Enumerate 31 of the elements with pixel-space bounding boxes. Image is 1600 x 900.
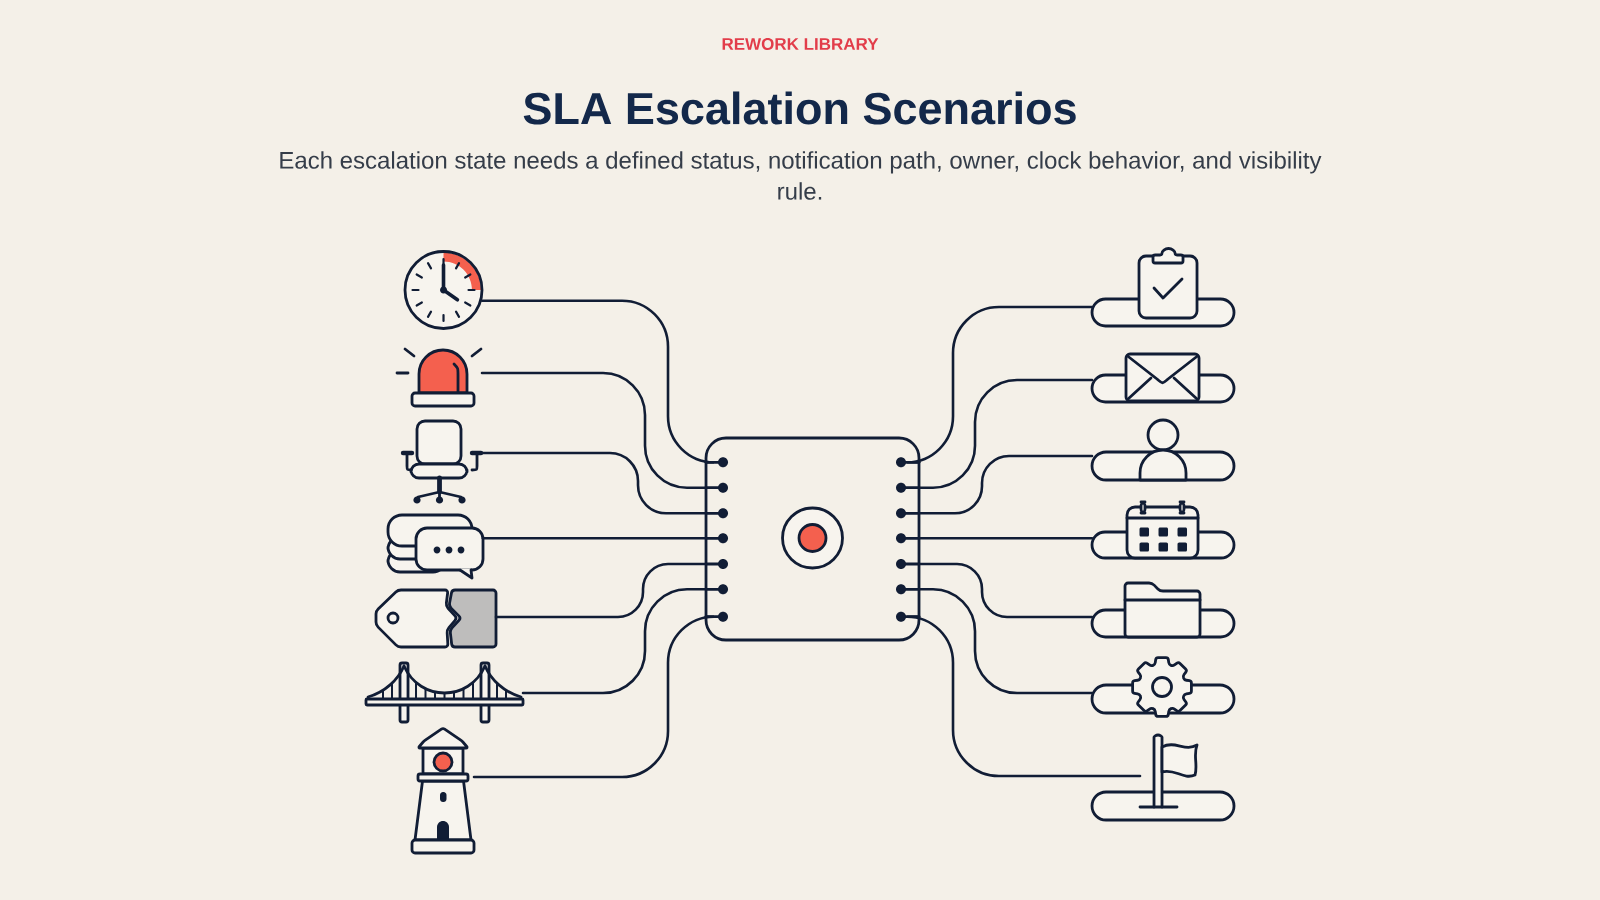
title: SLA Escalation Scenarios <box>523 91 1076 125</box>
clock-icon <box>403 250 484 330</box>
connector-line <box>479 451 708 515</box>
connector-line <box>905 305 1094 464</box>
connector-line <box>494 562 708 619</box>
connector-line <box>917 454 1094 515</box>
tag-icon <box>374 588 498 649</box>
siren-icon <box>395 347 483 408</box>
connector-line <box>905 615 1142 778</box>
bridge-icon <box>364 661 525 724</box>
connector-line <box>472 615 716 779</box>
connector-line <box>480 371 708 489</box>
connector-line <box>917 588 1094 695</box>
lighthouse-icon <box>410 727 476 855</box>
connector-line <box>480 299 716 464</box>
connector-line <box>917 378 1094 489</box>
flag-icon <box>1090 733 1236 822</box>
gear-icon <box>1090 656 1236 718</box>
envelope-icon <box>1090 352 1236 404</box>
clipboard-icon <box>1090 247 1236 328</box>
connector-line <box>917 562 1094 619</box>
calendar-icon <box>1090 500 1236 560</box>
connector-line <box>481 537 708 540</box>
connector-line <box>521 588 708 695</box>
chat-bubbles-icon <box>386 513 485 580</box>
connector-line <box>917 537 1094 540</box>
person-icon <box>1090 418 1236 482</box>
office-chair-icon <box>400 419 484 504</box>
folder-icon <box>1090 581 1236 639</box>
section-label: REWORK LIBRARY <box>722 38 879 50</box>
subtitle: Each escalation state needs a defined status, notification path, owner, clock behavior, and visibility rule. <box>280 151 1322 200</box>
